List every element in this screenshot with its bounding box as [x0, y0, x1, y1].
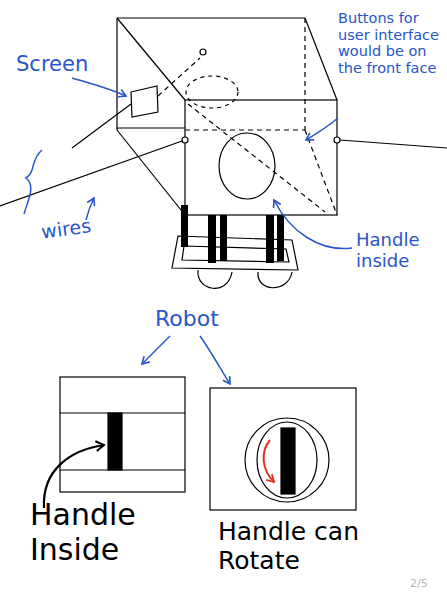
wires	[0, 104, 447, 206]
cart-part	[198, 270, 232, 288]
robot-body	[117, 18, 340, 215]
annotation-arrows-part	[24, 150, 42, 214]
front-view-box	[44, 377, 185, 508]
wires-part	[72, 104, 131, 148]
callout-label: Handle inside	[356, 230, 444, 271]
screen-part	[158, 58, 200, 96]
callout-label: wires	[40, 209, 132, 243]
callout-label: Screen	[16, 52, 106, 76]
robot-body-part	[117, 127, 185, 128]
robot-body-part	[186, 76, 238, 108]
robot-body-part	[185, 129, 305, 130]
robot-body-part	[185, 100, 337, 215]
caption-label: Handle Inside	[30, 498, 160, 567]
screen	[131, 49, 206, 117]
annotation-arrows-part	[200, 336, 230, 384]
screen-part	[131, 86, 158, 117]
robot-legs-part	[277, 215, 284, 261]
screen-part	[200, 49, 206, 55]
robot-body-part	[182, 137, 188, 143]
robot-legs-part	[220, 215, 227, 261]
front-view-box-part	[60, 377, 185, 492]
rotate-view-box-part	[210, 388, 356, 510]
robot-body-part	[116, 18, 117, 130]
annotation-arrows-part	[72, 78, 126, 96]
rotate-view-box-part	[281, 428, 295, 494]
rotate-view-box-part	[264, 440, 274, 482]
rotate-view-box-part	[257, 422, 317, 498]
callout-label: Robot	[155, 306, 265, 331]
wires-part	[340, 140, 447, 148]
robot-body-part	[305, 130, 337, 215]
annotation-arrows-part	[142, 336, 170, 364]
front-view-box-part	[108, 413, 122, 470]
robot-legs-part	[208, 215, 216, 263]
robot-legs-part	[266, 215, 274, 263]
annotation-arrows-part	[306, 118, 338, 140]
robot-body-part	[304, 18, 305, 130]
robot-body-part	[117, 130, 185, 215]
note-label: Buttons for user interface would be on t…	[338, 10, 444, 77]
robot-body-part	[188, 104, 325, 212]
rotate-view-box-part	[245, 418, 329, 502]
robot-body-part	[219, 133, 275, 199]
caption-label: Handle can Rotate	[218, 518, 418, 576]
annotation-arrows	[24, 78, 352, 384]
rotate-view-box	[210, 388, 356, 510]
robot-body-part	[117, 17, 305, 18]
robot-legs	[181, 205, 284, 263]
page-number: 2/5	[410, 578, 444, 591]
wires-part	[0, 141, 182, 206]
annotation-arrows-part	[274, 200, 352, 249]
robot-body-part	[334, 137, 340, 143]
cart-part	[258, 272, 292, 288]
robot-body-part	[305, 18, 337, 100]
